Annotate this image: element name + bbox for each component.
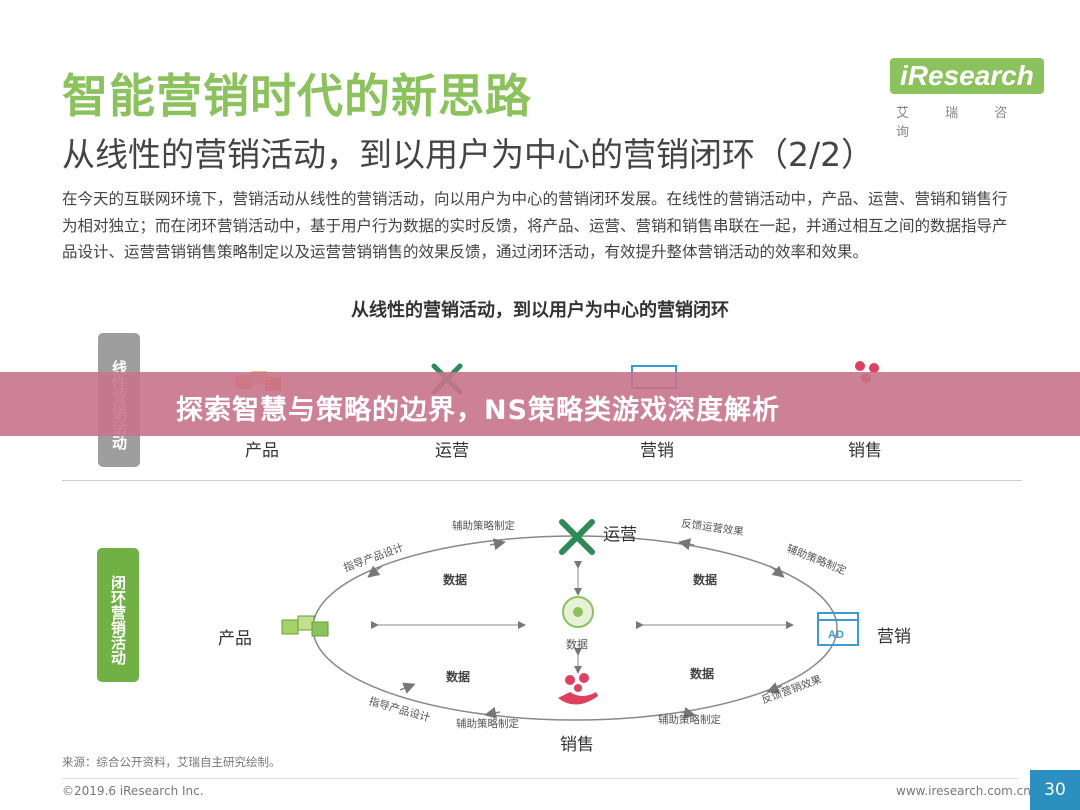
loop-arrow-tr xyxy=(678,538,695,551)
iresearch-logo: iResearch 艾 瑞 咨 询 xyxy=(890,58,1044,140)
node-label-sales: 销售 xyxy=(560,735,594,755)
linear-label-operation: 运营 xyxy=(435,441,469,461)
loop-arrow-br2 xyxy=(766,682,783,694)
footer-url[interactable]: www.iresearch.com.cn xyxy=(896,784,1031,798)
loop-arrow-br xyxy=(679,706,696,719)
diagram-title: 从线性的营销活动，到以用户为中心的营销闭环 xyxy=(351,300,729,321)
overlay-banner: 探索智慧与策略的边界，NS策略类游戏深度解析 xyxy=(0,372,1080,436)
loop-arrow-bl2 xyxy=(484,706,501,719)
operation-tools-icon xyxy=(559,519,595,555)
linear-label-product: 产品 xyxy=(245,441,279,461)
data-label-bottom-left: 数据 xyxy=(446,670,471,684)
data-label-bottom-right: 数据 xyxy=(690,667,715,681)
data-label-top-right: 数据 xyxy=(693,573,718,587)
footer-divider xyxy=(62,778,1018,779)
node-label-operation: 运营 xyxy=(603,525,637,545)
loop-arrow-tl xyxy=(367,565,383,578)
banner-text: 探索智慧与策略的边界，NS策略类游戏深度解析 xyxy=(176,395,781,426)
node-label-marketing: 营销 xyxy=(877,627,911,647)
loop-arrow-tl2 xyxy=(489,538,506,551)
source-note: 来源：综合公开资料，艾瑞自主研究绘制。 xyxy=(62,755,281,769)
data-label-top-left: 数据 xyxy=(443,573,468,587)
edge-label-top-left-mid: 辅助策略制定 xyxy=(452,520,515,532)
linear-label-marketing: 营销 xyxy=(640,441,674,461)
edge-label-bottom-right-mid: 辅助策略制定 xyxy=(658,714,721,726)
logo-text: iResearch xyxy=(890,58,1044,94)
svg-text:AD: AD xyxy=(828,629,844,641)
intro-paragraph: 在今天的互联网环境下，营销活动从线性的营销活动，向以用户为中心的营销闭环发展。在… xyxy=(62,190,1008,261)
loop-activity-badge: 闭环营销活动 xyxy=(97,548,139,682)
data-tree-icon xyxy=(562,596,594,628)
product-boxes-icon xyxy=(281,615,329,637)
marketing-ad-icon: AD xyxy=(817,612,859,646)
copyright: ©2019.6 iResearch Inc. xyxy=(62,784,204,798)
loop-arrow-bl xyxy=(399,682,416,694)
node-label-center-data: 数据 xyxy=(566,638,588,651)
loop-arrow-tr2 xyxy=(769,565,785,578)
page-number: 30 xyxy=(1030,770,1080,810)
sales-hand-icon xyxy=(558,673,598,705)
section-divider xyxy=(62,480,1022,481)
linear-label-sales: 销售 xyxy=(848,441,882,461)
page-subtitle: 从线性的营销活动，到以用户为中心的营销闭环（2/2） xyxy=(62,135,875,174)
edge-label-bottom-left-mid: 辅助策略制定 xyxy=(456,718,519,730)
node-label-product: 产品 xyxy=(218,629,252,649)
page-title: 智能营销时代的新思路 xyxy=(62,69,532,123)
logo-subtext: 艾 瑞 咨 询 xyxy=(896,106,1024,140)
